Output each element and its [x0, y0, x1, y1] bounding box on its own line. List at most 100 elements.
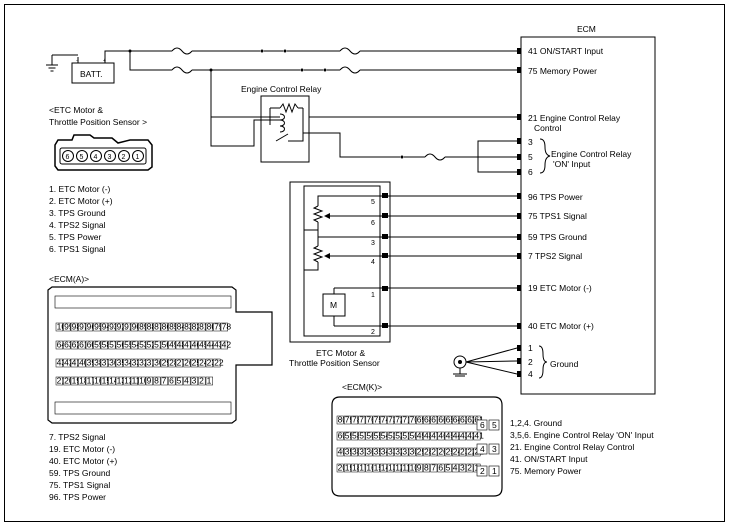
grid-pin — [343, 447, 351, 457]
grid-pin-label: 60 — [87, 340, 97, 350]
grid-pin-label: 78 — [352, 415, 362, 425]
grid-pin — [160, 340, 168, 350]
grid-pin — [183, 322, 191, 332]
grid-pin — [415, 431, 423, 441]
side-pin — [488, 443, 500, 455]
grid-pin — [336, 463, 344, 473]
relay-title: Engine Control Relay — [241, 84, 322, 94]
side-pin — [488, 419, 500, 431]
grid-pin-label: 56 — [366, 431, 376, 441]
grid-pin — [358, 415, 366, 425]
grid-pin — [459, 431, 467, 441]
grid-pin — [123, 340, 131, 350]
grid-pin-label: 13 — [117, 376, 127, 386]
grid-pin — [466, 431, 474, 441]
grid-pin-label: 5 — [177, 376, 182, 386]
grid-pin — [55, 340, 63, 350]
grid-pin — [365, 447, 373, 457]
grid-pin-label: 41 — [474, 431, 484, 441]
fuse-icon — [171, 66, 193, 74]
grid-pin — [451, 463, 459, 473]
grid-pin-label: 33 — [132, 358, 142, 368]
grid-pin-label: 96 — [87, 322, 97, 332]
battery-minus: − — [76, 58, 79, 64]
grid-pin-label: 70 — [410, 415, 420, 425]
grid-pin — [63, 358, 71, 368]
ecm-pin-41: 41 ON/START Input — [528, 46, 604, 56]
grid-pin — [358, 447, 366, 457]
grid-pin-label: 8 — [154, 376, 159, 386]
ecm-a-legend: 7. TPS2 Signal 19. ETC Motor (-) 40. ETC… — [49, 432, 117, 502]
grid-pin-label: 84 — [177, 322, 187, 332]
side-pin-label: 6 — [480, 420, 485, 430]
grid-pin-label: 71 — [402, 415, 412, 425]
sensor-pin-4: 4 — [371, 259, 375, 266]
grid-pin — [100, 376, 108, 386]
grid-pin-label: 29 — [417, 447, 427, 457]
fuse-icon — [424, 153, 446, 161]
grid-pin — [466, 415, 474, 425]
legend-line: 21. Engine Control Relay Control — [510, 442, 634, 452]
grid-pin — [379, 447, 387, 457]
grid-pin — [175, 322, 183, 332]
grid-pin — [343, 415, 351, 425]
legend-line: 1. ETC Motor (-) — [49, 184, 111, 194]
grid-pin — [123, 376, 131, 386]
grid-pin — [55, 322, 63, 332]
grid-pin-label: 25 — [192, 358, 202, 368]
grid-pin — [190, 322, 198, 332]
grid-pin — [387, 431, 395, 441]
grid-pin-label: 67 — [431, 415, 441, 425]
grid-pin-label: 23 — [207, 358, 217, 368]
grid-pin-label: 56 — [117, 340, 127, 350]
grid-pin — [138, 376, 146, 386]
grid-pin-label: 74 — [381, 415, 391, 425]
grid-pin-label: 59 — [345, 431, 355, 441]
grid-pin-label: 22 — [467, 447, 477, 457]
grid-pin-label: 6 — [438, 463, 443, 473]
grid-pin — [372, 447, 380, 457]
grid-pin — [63, 340, 71, 350]
grid-pin — [336, 415, 344, 425]
grid-pin — [168, 322, 176, 332]
grid-pin — [437, 415, 445, 425]
grid-pin-label: 5 — [446, 463, 451, 473]
grid-pin — [145, 376, 153, 386]
grid-pin-label: 73 — [388, 415, 398, 425]
grid-pin — [93, 376, 101, 386]
grid-pin-label: 3 — [192, 376, 197, 386]
grid-pin — [70, 322, 78, 332]
grid-pin — [198, 358, 206, 368]
grid-pin-label: 78 — [222, 322, 232, 332]
ecm-a-connector-shape — [47, 286, 273, 424]
connector-pin-label: 6 — [66, 154, 70, 161]
grid-pin — [85, 322, 93, 332]
grid-pin-label: 19 — [345, 463, 355, 473]
grid-pin — [93, 358, 101, 368]
grid-pin-label: 49 — [417, 431, 427, 441]
grid-pin-label: 76 — [366, 415, 376, 425]
grid-pin — [351, 463, 359, 473]
grid-pin-label: 79 — [214, 322, 224, 332]
motor-symbol: M — [330, 300, 337, 310]
grid-pin-label: 38 — [94, 358, 104, 368]
grid-pin — [365, 431, 373, 441]
grid-pin-label: 9 — [147, 376, 152, 386]
grid-pin — [372, 463, 380, 473]
grid-pin — [183, 376, 191, 386]
grid-pin-label: 42 — [64, 358, 74, 368]
ecm-pin-96: 96 TPS Power — [528, 192, 583, 202]
sensor-caption-2: Throttle Position Sensor — [289, 358, 380, 368]
grid-pin — [343, 431, 351, 441]
grid-pin-label: 35 — [117, 358, 127, 368]
grid-pin-label: 14 — [109, 376, 119, 386]
grid-pin — [70, 358, 78, 368]
grid-pin-label: 61 — [79, 340, 89, 350]
grid-pin-label: 11 — [402, 463, 411, 473]
grid-pin-label: 34 — [381, 447, 391, 457]
connector-pin — [62, 150, 74, 162]
grid-pin — [394, 431, 402, 441]
grid-pin — [423, 447, 431, 457]
grid-pin — [130, 358, 138, 368]
